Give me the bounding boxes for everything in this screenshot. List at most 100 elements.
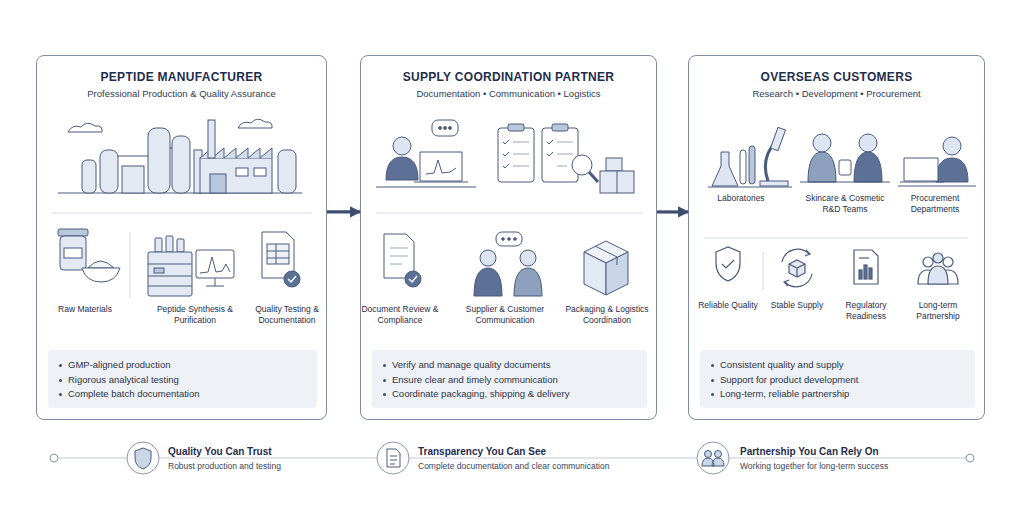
synthesis-machine-icon [177,239,184,252]
footer-text: Robust production and testing [168,461,281,472]
supply-cycle-icon [805,250,810,256]
communication-icon [520,250,536,266]
document-icon [267,258,289,259]
communication-icon [496,232,522,246]
factory-illustration [68,123,102,132]
supply-cycle-icon [784,280,789,286]
icon-caption: Raw Materials [50,304,120,315]
factory-illustration [210,174,226,193]
bullet-text: Consistent quality and supply [720,359,844,370]
synthesis-machine-icon [148,236,234,296]
checklist-illustration [600,171,634,193]
raw-materials-icon [58,229,120,282]
icon-caption: Skincare & Cosmetic R&D Teams [799,193,891,214]
bullet-text: Rigorous analytical testing [68,374,179,385]
shield-icon [716,247,740,281]
bullet-box: Verify and manage quality documentsEnsur… [372,350,647,408]
factory-illustration [118,156,148,157]
communication-icon [502,238,505,241]
shield-icon [716,247,740,281]
synthesis-machine-icon [200,257,230,273]
checklist-illustration [508,124,524,131]
coordinator-illustration [439,127,442,130]
footer-band [966,454,974,462]
panel-subtitle: Professional Production & Quality Assura… [37,88,326,100]
footer-band [697,442,729,474]
checklist-illustration [606,158,622,171]
bullet-item: Support for product development [700,373,975,388]
bullet-dot [59,393,62,396]
laboratory-illustration [708,187,792,188]
partnership-icon [943,257,953,267]
raw-materials-icon [58,229,88,236]
coordinator-illustration [414,182,468,183]
stage-panel: SUPPLY COORDINATION PARTNERDocumentation… [360,55,657,420]
stage-panel: OVERSEAS CUSTOMERSResearch • Development… [688,55,985,420]
footer-band [58,458,966,459]
procurement-illustration [898,137,976,186]
bullet-dot [59,379,62,382]
bullet-box: Consistent quality and supplySupport for… [700,350,975,408]
divider-line [376,213,642,214]
shield-icon [722,260,734,268]
factory-illustration [82,160,96,193]
footer-text: Transparency You Can See [418,446,546,458]
divider-line [52,213,968,298]
checklist-illustration [617,171,618,193]
synthesis-machine-icon [148,264,192,265]
bullet-item: Ensure clear and timely communication [372,373,647,388]
bullet-item: Complete batch documentation [48,387,317,402]
rnd-team-illustration [813,134,831,152]
footer-band [50,454,58,462]
coordinator-illustration [426,160,456,174]
document-check-icon [409,276,417,282]
icon-caption: Long-term Partnership [907,300,969,321]
icon-caption: Stable Supply [764,300,830,311]
communication-icon [480,250,496,266]
footer-icon [387,449,400,467]
icon-caption: Document Review & Compliance [360,304,440,325]
factory-illustration [236,168,248,176]
bullet-text: Ensure clear and timely communication [392,374,558,385]
synthesis-machine-icon [148,286,192,287]
footer-icon [390,456,397,464]
factory-illustration [200,148,272,158]
icon-caption: Quality Testing & Documentation [247,304,327,325]
synthesis-machine-icon [148,252,192,296]
icon-caption: Supplier & Customer Communication [456,304,554,325]
factory-illustration [200,158,272,193]
divider-line [130,232,131,298]
bullet-dot [711,379,714,382]
document-icon [267,244,289,264]
package-icon [606,252,628,295]
partnership-icon [933,253,943,263]
coordinator-illustration [376,120,476,187]
footer-band [50,442,974,474]
procurement-illustration [904,158,938,181]
report-icon [869,268,872,279]
checklist-illustration [547,140,553,156]
panel-title: SUPPLY COORDINATION PARTNER [361,70,656,84]
coordinator-illustration [432,120,458,136]
report-icon [854,250,878,284]
synthesis-machine-icon [196,250,234,278]
partnership-icon [938,270,958,284]
footer-icon [702,458,724,466]
procurement-illustration [898,186,976,187]
supply-cycle-icon [789,264,805,277]
document-icon [276,244,277,264]
bullet-text: Complete batch documentation [68,388,200,399]
document-check-icon [384,234,414,278]
factory-illustration [148,128,170,193]
communication-icon [474,268,502,296]
procurement-illustration [936,158,968,182]
synthesis-machine-icon [215,278,216,286]
bullet-text: Verify and manage quality documents [392,359,550,370]
partnership-icon [928,266,948,284]
bullet-text: Coordinate packaging, shipping & deliver… [392,388,569,399]
factory-illustration [122,166,144,193]
document-check-icon [384,234,421,287]
divider-line [763,252,764,290]
panel-subtitle: Research • Development • Procurement [689,88,984,100]
icon-caption: Reliable Quality [693,300,763,311]
